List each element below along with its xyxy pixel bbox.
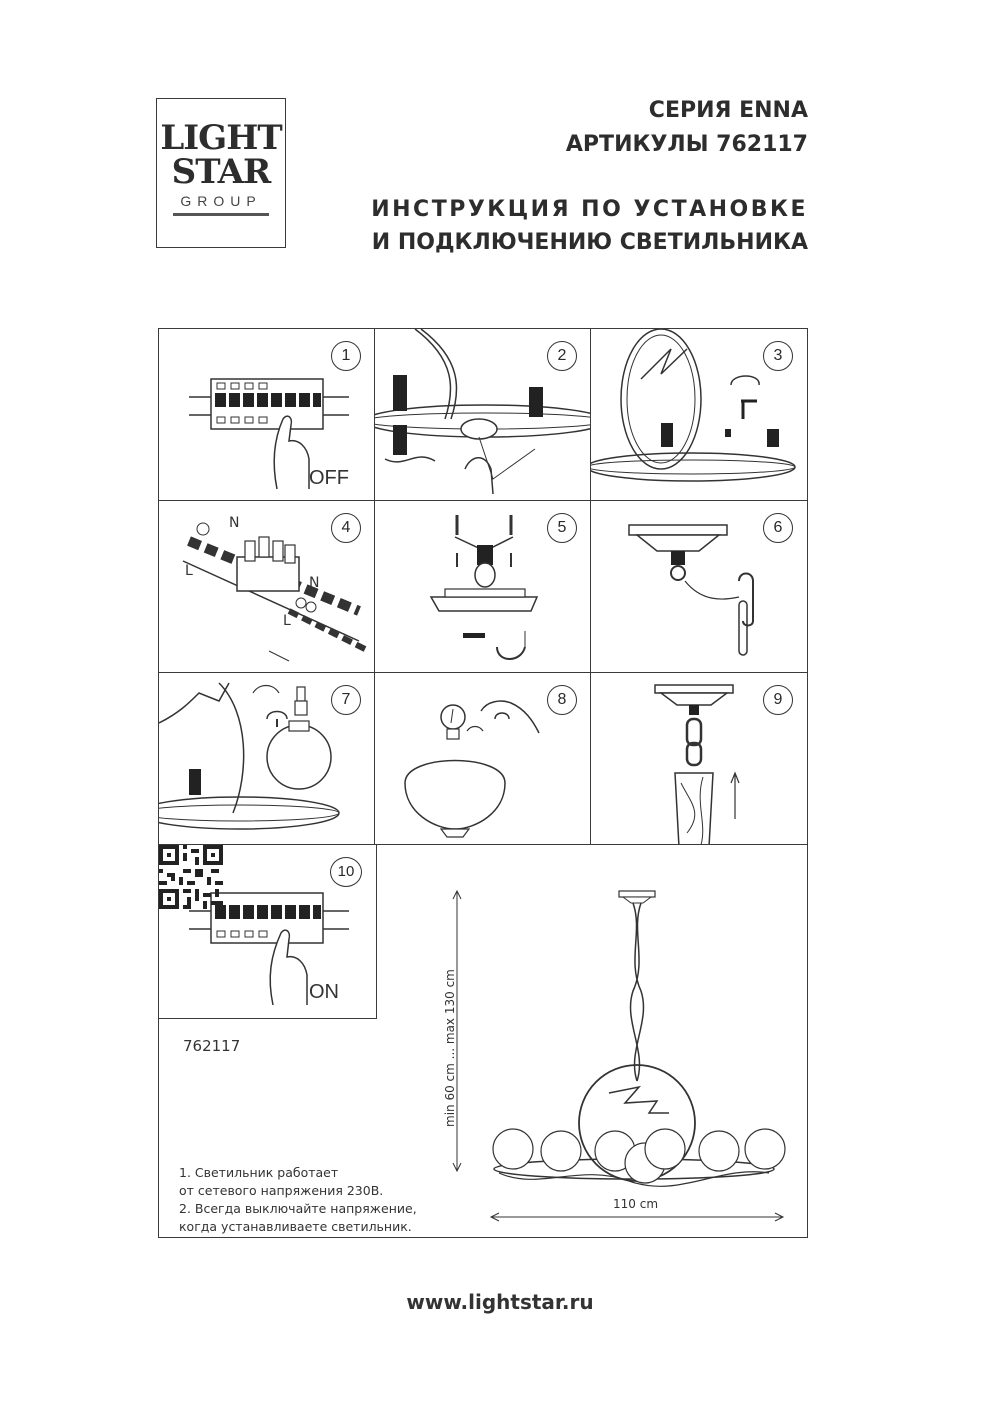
shade-install-illustration <box>159 682 340 830</box>
instruction-grid: 1 OFF 2 <box>158 328 808 1238</box>
website-url[interactable]: www.lightstar.ru <box>406 1290 594 1314</box>
on-label: ON <box>309 981 339 1003</box>
logo-line-star: STAR <box>171 152 272 192</box>
article-number: АРТИКУЛЫ 762117 <box>565 132 808 157</box>
step-7-panel: 7 <box>158 672 376 846</box>
step-number-4: 4 <box>331 513 361 543</box>
step-9-panel: 9 <box>590 672 808 846</box>
step-5-panel: 5 <box>374 500 592 674</box>
step-number-3: 3 <box>763 341 793 371</box>
step-number-10: 10 <box>330 857 362 887</box>
off-label: OFF <box>309 467 349 489</box>
step-1-panel: 1 OFF <box>158 328 376 502</box>
step-8-panel: 8 <box>374 672 592 846</box>
width-dimension-label: 110 cm <box>613 1197 659 1211</box>
step-number-8: 8 <box>547 685 577 715</box>
mounting-bracket-illustration <box>429 515 539 660</box>
chandelier-dimension-drawing <box>452 889 786 1222</box>
note-line-1: 1. Светильник работает <box>179 1165 339 1180</box>
step-3-panel: 3 <box>590 328 808 502</box>
doc-title-line1: ИНСТРУКЦИЯ ПО УСТАНОВКЕ <box>371 197 808 222</box>
step-4-panel: N N L L 4 <box>158 500 376 674</box>
wire-letter-l-2: L <box>283 613 291 629</box>
series-title: СЕРИЯ ENNA <box>648 98 808 123</box>
logo-underline <box>173 213 269 216</box>
note-line-4: когда устанавливаете светильник. <box>179 1219 412 1234</box>
breaker-on-illustration <box>189 892 349 1006</box>
height-dimension-label: min 60 cm ... max 130 cm <box>443 969 457 1127</box>
wire-letter-n-2: N <box>309 575 319 591</box>
note-line-3: 2. Всегда выключайте напряжение, <box>179 1201 417 1216</box>
step-10-and-info-panel: 10 ON 762117 1. Светильник <box>158 844 808 1238</box>
step-number-1: 1 <box>331 341 361 371</box>
bulb-install-illustration <box>404 700 540 838</box>
step-number-5: 5 <box>547 513 577 543</box>
model-number: 762117 <box>183 1037 241 1055</box>
wire-letter-l-1: L <box>185 563 193 579</box>
brand-logo: LIGHT STAR GROUP <box>156 98 286 248</box>
doc-title-line2: И ПОДКЛЮЧЕНИЮ СВЕТИЛЬНИКА <box>371 230 808 255</box>
step-2-panel: 2 <box>374 328 592 502</box>
remove-nut-illustration <box>591 329 796 482</box>
step-number-7: 7 <box>331 685 361 715</box>
step-10-box: 10 ON <box>159 845 377 1019</box>
hook-attach-illustration <box>628 524 754 656</box>
breaker-off-illustration <box>189 378 349 490</box>
step-number-6: 6 <box>763 513 793 543</box>
note-line-2: от сетевого напряжения 230В. <box>179 1183 384 1198</box>
logo-line-light: LIGHT <box>160 118 282 158</box>
step-number-2: 2 <box>547 341 577 371</box>
step-number-9: 9 <box>763 685 793 715</box>
wire-letter-n-1: N <box>229 515 239 531</box>
step-6-panel: 6 <box>590 500 808 674</box>
cover-slide-illustration <box>654 684 740 845</box>
logo-line-group: GROUP <box>180 193 262 209</box>
terminal-block-illustration: N N L L <box>182 515 371 662</box>
wire-connection-illustration <box>375 329 591 495</box>
qr-code <box>159 845 223 909</box>
